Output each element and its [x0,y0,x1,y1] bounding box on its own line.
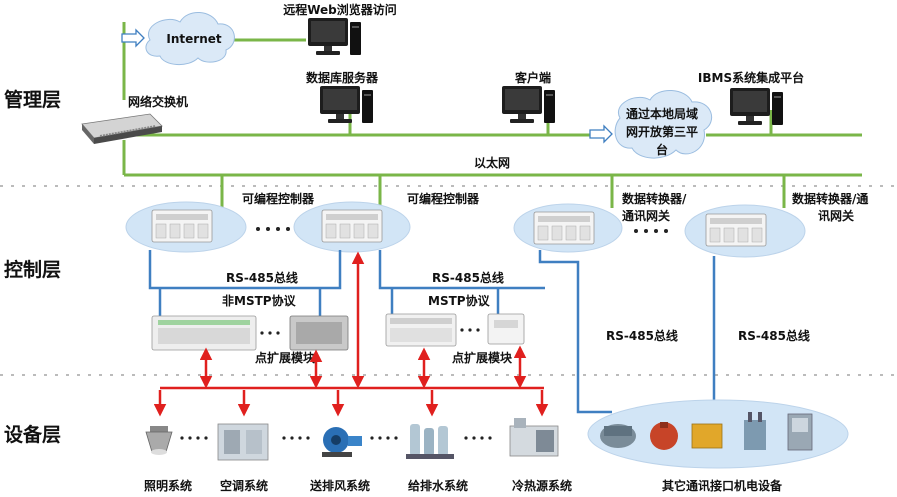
gateway-1-icon [533,211,595,245]
link-arrows [121,28,613,144]
plc-controller-2-label: 可编程控制器 [407,191,480,206]
gateway-2-icon [705,213,767,247]
other-equipment-label: 其它通讯接口机电设备 [662,478,783,493]
lighting-label: 照明系统 [144,478,192,493]
ethernet-network [122,22,862,208]
other-equipment-group [587,399,849,469]
web-access-label: 远程Web浏览器访问 [283,2,397,17]
bus-1-label: RS-485总线 [226,270,298,285]
layer-control-label: 控制层 [4,258,61,281]
io-module-left-icon [151,315,257,351]
water-label: 给排水系统 [408,478,468,493]
client-label: 客户端 [514,70,551,85]
layer-management-label: 管理层 [4,88,61,111]
internet-label: Internet [166,32,221,46]
plc-controller-1-label: 可编程控制器 [242,191,315,206]
lan-cloud [614,90,713,159]
ventilation-label: 送排风系统 [309,478,370,493]
plc-controller-1-icon [151,209,213,243]
heat-source-label: 冷热源系统 [512,478,572,493]
hvac-system-icon [217,423,269,461]
hvac-label: 空调系统 [220,478,268,493]
web-browser-pc-icon [308,18,361,55]
db-server-pc-icon [320,86,373,123]
ventilation-system-icon [322,427,362,457]
bus-3-label: RS-485总线 [606,328,678,343]
lan-cloud-line2: 网开放第三平 [626,124,698,139]
gateway-1-label-line2: 通讯网关 [622,208,670,223]
expansion-module-2-label: 点扩展模块 [452,350,513,365]
network-switch-icon [81,113,163,144]
lan-cloud-line3: 台 [656,142,668,157]
expansion-module-1-icon [289,315,349,351]
internet-cloud [145,12,235,65]
io-module-mid-icon [385,313,457,347]
ibms-pc-icon [730,88,783,125]
bus-2-label: RS-485总线 [432,270,504,285]
ibms-label: IBMS系统集成平台 [698,70,804,85]
gateway-2-label-line1: 数据转换器/通 [792,191,868,206]
expansion-module-1-label: 点扩展模块 [255,350,316,365]
db-server-label: 数据库服务器 [306,70,379,85]
water-system-icon [406,424,454,459]
gateway-2-label-line2: 讯网关 [818,208,854,223]
rs485-buses [148,250,716,414]
non-mstp-label: 非MSTP协议 [222,293,297,308]
expansion-module-2-icon [487,313,525,345]
device-dots [180,436,492,440]
gateway-1-label-line1: 数据转换器/ [622,191,687,206]
switch-label: 网络交换机 [128,94,188,109]
controller-ellipses [125,201,806,258]
plc-controller-2-icon [321,209,383,243]
heat-source-system-icon [509,418,559,457]
client-pc-icon [502,86,555,123]
lan-cloud-line1: 通过本地局域 [626,106,698,121]
io-signal-lines [153,251,549,417]
bus-4-label: RS-485总线 [738,328,810,343]
lighting-system-icon [145,426,173,455]
ethernet-label: 以太网 [474,155,510,170]
mstp-label: MSTP协议 [428,293,491,308]
layer-device-label: 设备层 [4,423,61,446]
